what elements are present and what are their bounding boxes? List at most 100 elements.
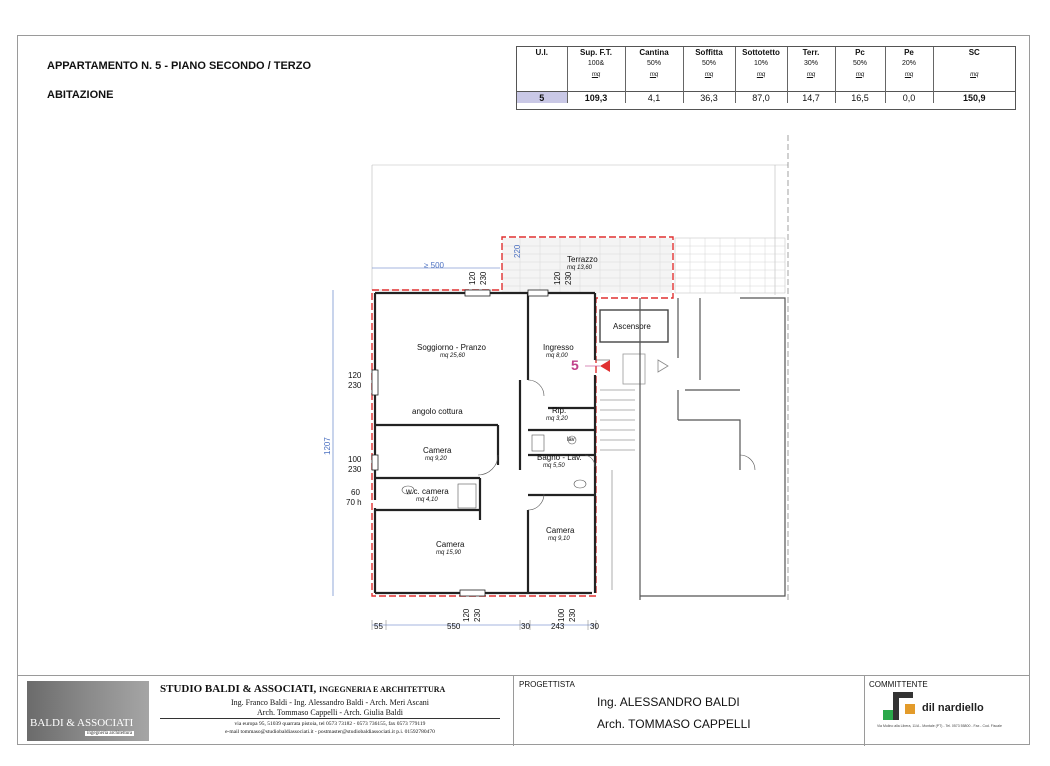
room-ascensore: Ascensore: [613, 322, 651, 331]
col-pct: 10%: [734, 58, 787, 69]
unit-number-label: 5: [571, 357, 579, 373]
dim-243: 243: [551, 622, 565, 631]
col-head: Terr.: [786, 47, 835, 58]
summary-table: U.I. Sup. F.T. Cantina Soffitta Sottotet…: [516, 46, 1016, 110]
value-cell: 14,7: [786, 91, 835, 103]
dim-230-bottom-b: 230: [568, 608, 577, 622]
summary-values-row: 5 109,3 4,1 36,3 87,0 14,7 16,5 0,0 150,…: [517, 91, 1015, 103]
studio-divider: [160, 718, 500, 719]
studio-address: via europa 95, 51039 quarrata pistoia, t…: [234, 721, 426, 727]
client-logo-mark: [883, 692, 915, 720]
room-bagno: Bagno - Lav.: [537, 453, 582, 462]
dim-230-bottom: 230: [473, 608, 482, 622]
page-title: APPARTAMENTO N. 5 - PIANO SECONDO / TERZ…: [47, 60, 312, 72]
dim-1207: 1207: [323, 437, 332, 455]
col-head: Cantina: [624, 47, 683, 58]
dim-100-left: 100: [348, 455, 362, 464]
col-unit: mq: [932, 69, 1015, 80]
room-bagno-area: mq 5,50: [543, 463, 565, 469]
studio-logo-subtitle: ingegneria architettura: [85, 731, 135, 736]
value-cell: 87,0: [734, 91, 787, 103]
dim-30-a: 30: [521, 622, 530, 631]
studio-partners-2: Arch. Tommaso Cappelli - Arch. Giulia Ba…: [257, 708, 403, 717]
client-address: Via Mulino alla Libera, 11/A - Montale (…: [877, 724, 1002, 728]
room-wc-area: mq 4,10: [416, 497, 438, 503]
value-cell: 36,3: [682, 91, 735, 103]
col-unit: mq: [734, 69, 787, 80]
studio-name-tail: INGEGNERIA E ARCHITETTURA: [319, 685, 446, 694]
committente-label: COMMITTENTE: [869, 680, 928, 689]
dim-230-top-a: 230: [479, 271, 488, 285]
dim-60: 60: [351, 488, 360, 497]
entrance-arrow: [600, 360, 610, 372]
room-ingresso-area: mq 8,00: [546, 353, 568, 359]
value-cell: 109,3: [566, 91, 625, 103]
col-head: Sup. F.T.: [566, 47, 625, 58]
client-logo: dil nardiello Via Mulino alla Libera, 11…: [877, 690, 1022, 730]
studio-name: STUDIO BALDI & ASSOCIATI, INGEGNERIA E A…: [160, 683, 445, 695]
elevator-stairs: [599, 309, 669, 590]
col-unit: mq: [682, 69, 735, 80]
dim-120-bottom: 120: [462, 608, 471, 622]
room-soggiorno: Soggiorno - Pranzo: [417, 343, 486, 352]
value-cell: 16,5: [834, 91, 885, 103]
dim-55: 55: [374, 622, 383, 631]
dim-230-left-b: 230: [348, 465, 362, 474]
dim-230-top-b: 230: [564, 271, 573, 285]
col-head: Pe: [884, 47, 933, 58]
summary-unit-row: mq mq mq mq mq mq mq mq: [517, 69, 1015, 80]
room-soggiorno-area: mq 25,60: [440, 353, 466, 359]
col-pct: [932, 58, 1015, 69]
col-unit: mq: [566, 69, 625, 80]
col-unit: mq: [884, 69, 933, 80]
room-lavatrice: lav: [567, 437, 575, 443]
footer-divider: [864, 676, 865, 746]
dim-ge500: ≥ 500: [424, 261, 444, 270]
doors: [477, 359, 610, 511]
col-head: Sottotetto: [734, 47, 787, 58]
drawing-frame: [17, 35, 1030, 745]
dim-220: 220: [513, 244, 522, 258]
dim-120-left: 120: [348, 371, 362, 380]
summary-pct-row: 100& 50% 50% 10% 30% 50% 20%: [517, 58, 1015, 69]
room-rip-area: mq 3,20: [546, 416, 568, 422]
context-lines: [371, 135, 789, 600]
room-camera-1: Camera: [423, 446, 452, 455]
progettista-label: PROGETTISTA: [519, 680, 575, 689]
room-terrazzo-area: mq 13,60: [567, 265, 593, 271]
value-cell: 5: [517, 91, 567, 103]
page-subtitle: ABITAZIONE: [47, 89, 114, 101]
col-head: Pc: [834, 47, 885, 58]
value-cell: 4,1: [624, 91, 683, 103]
col-head: U.I.: [535, 48, 548, 57]
adjacent-building: [639, 297, 786, 600]
designer-2: Arch. TOMMASO CAPPELLI: [597, 717, 751, 731]
client-name: dil nardiello: [922, 702, 984, 714]
value-cell: 0,0: [884, 91, 933, 103]
windows: [371, 289, 549, 597]
dim-30-b: 30: [590, 622, 599, 631]
summary-spacer-row: [517, 80, 1015, 92]
studio-contacts: e-mail tommaso@studiobaldiassociati.it -…: [225, 729, 435, 735]
col-unit: mq: [834, 69, 885, 80]
dim-100-bottom: 100: [557, 608, 566, 622]
col-pct: 50%: [624, 58, 683, 69]
studio-partners-1: Ing. Franco Baldi - Ing. Alessandro Bald…: [231, 698, 429, 707]
dim-230-left: 230: [348, 381, 362, 390]
dimension-lines: [332, 267, 596, 626]
terrace-hatch: [502, 237, 786, 294]
summary-grid: U.I. Sup. F.T. Cantina Soffitta Sottotet…: [517, 47, 1015, 103]
fixtures: [401, 434, 587, 509]
col-head: SC: [932, 47, 1015, 58]
room-rip: Rip.: [552, 406, 567, 415]
studio-logo: BALDI & ASSOCIATI ingegneria architettur…: [27, 681, 149, 741]
room-camera-2: Camera: [436, 540, 465, 549]
room-camera-3: Camera: [546, 526, 575, 535]
room-camera-1-area: mq 9,20: [425, 456, 447, 462]
room-terrazzo: Terrazzo: [567, 255, 598, 264]
value-cell: 150,9: [932, 91, 1015, 103]
walls: [373, 291, 597, 595]
room-wc: w.c. camera: [406, 487, 449, 496]
studio-logo-text: BALDI & ASSOCIATI: [30, 717, 134, 729]
